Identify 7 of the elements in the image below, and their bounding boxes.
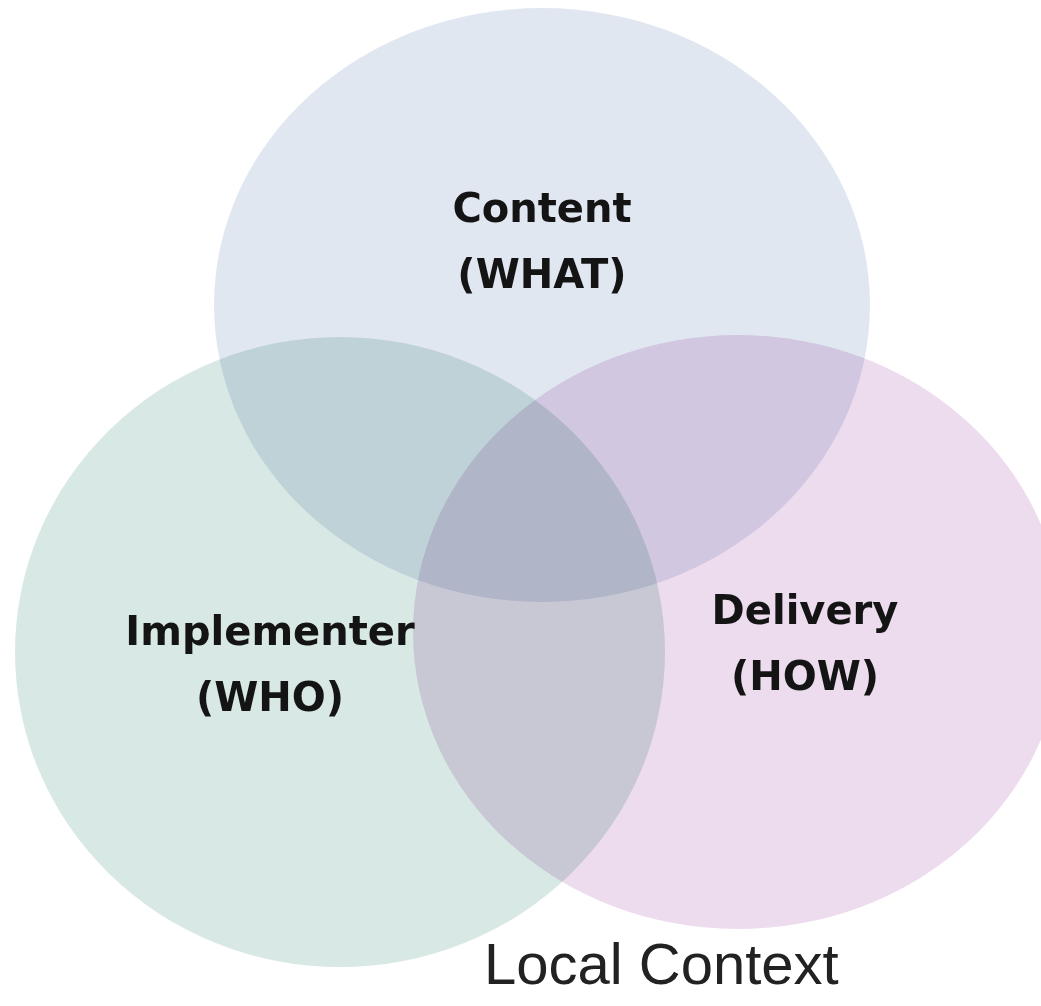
- circle-title: Content: [452, 186, 632, 230]
- circle-subtitle: (WHAT): [457, 252, 627, 296]
- circle-title: Implementer: [125, 609, 415, 653]
- circle-subtitle: (HOW): [730, 654, 880, 698]
- circle-subtitle: (WHO): [195, 675, 345, 719]
- diagram-label: Local Context: [484, 932, 839, 996]
- circle-title: Delivery: [711, 588, 899, 632]
